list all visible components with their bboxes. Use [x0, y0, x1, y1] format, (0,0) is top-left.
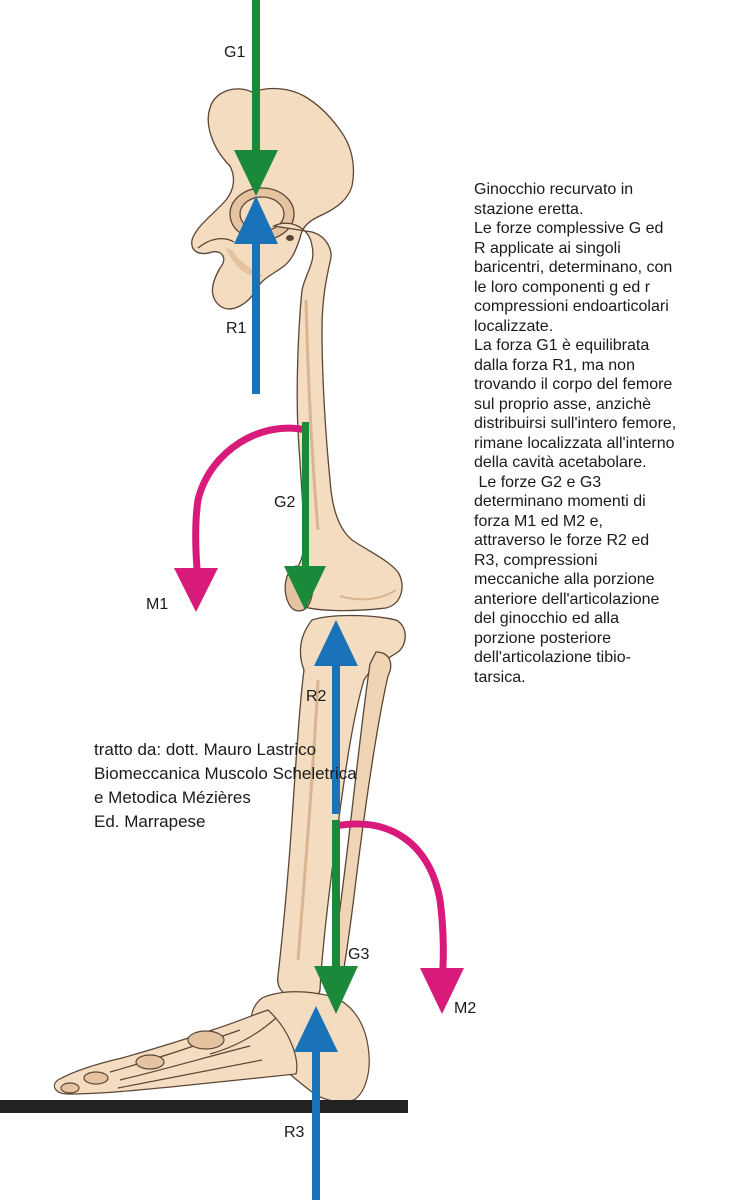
credit-line: e Metodica Mézières	[94, 788, 251, 807]
force-r1-arrow	[234, 196, 278, 394]
source-credit: tratto da: dott. Mauro Lastrico Biomecca…	[94, 738, 357, 834]
tibia-bone	[277, 614, 406, 1003]
description-line: R3, compressioni	[474, 551, 598, 569]
label-g3: G3	[348, 946, 370, 963]
description-line: forza M1 ed M2 e,	[474, 512, 603, 530]
description-line: Le forze G2 e G3	[474, 473, 602, 491]
pelvis-bone	[191, 87, 355, 310]
description-line: determinano momenti di	[474, 493, 646, 510]
force-g1-arrow	[234, 0, 278, 196]
label-m1: M1	[146, 596, 169, 613]
description-line: sul proprio asse, anzichè	[474, 395, 651, 413]
credit-line: Ed. Marrapese	[94, 812, 206, 831]
force-r2-arrow	[314, 620, 358, 814]
description-line: baricentri, determinano, con	[474, 259, 673, 276]
description-line: Ginocchio recurvato in	[474, 181, 634, 198]
description-text: Ginocchio recurvato in stazione eretta. …	[474, 180, 736, 687]
label-g2: G2	[274, 494, 296, 511]
force-g3-arrow	[314, 820, 358, 1014]
moment-m1-arrow	[174, 424, 307, 612]
description-line: anteriore dell'articolazione	[474, 590, 660, 608]
moment-m2-arrow	[335, 820, 464, 1014]
description-line: porzione posteriore	[474, 629, 611, 647]
label-r1: R1	[226, 320, 247, 337]
label-r3: R3	[284, 1124, 305, 1141]
description-line: La forza G1 è equilibrata	[474, 337, 650, 354]
ground-bar	[0, 1100, 408, 1113]
force-g2-arrow	[284, 422, 326, 610]
description-line: dell'articolazione tibio-	[474, 649, 631, 666]
description-line: trovando il corpo del femore	[474, 376, 673, 393]
credit-line: Biomeccanica Muscolo Scheletrica	[94, 764, 357, 783]
description-line: Le forze complessive G ed	[474, 220, 664, 237]
description-line: dalla forza R1, ma non	[474, 356, 635, 374]
description-line: R applicate ai singoli	[474, 239, 621, 257]
label-g1: G1	[224, 44, 246, 61]
description-line: le loro componenti g ed r	[474, 278, 651, 296]
description-line: tarsica.	[474, 668, 526, 686]
label-m2: M2	[454, 1000, 477, 1017]
credit-line: tratto da: dott. Mauro Lastrico	[94, 740, 317, 759]
description-line: rimane localizzata all'interno	[474, 434, 675, 452]
description-line: localizzate.	[474, 317, 554, 335]
description-line: compressioni endoarticolari	[474, 298, 669, 315]
description-line: meccaniche alla porzione	[474, 571, 655, 588]
label-r2: R2	[306, 688, 327, 705]
description-line: della cavità acetabolare.	[474, 454, 647, 471]
femur-bone	[271, 222, 403, 612]
description-line: attraverso le forze R2 ed	[474, 532, 650, 549]
description-line: del ginocchio ed alla	[474, 610, 619, 627]
description-line: distribuirsi sull'intero femore,	[474, 415, 677, 432]
description-line: stazione eretta.	[474, 200, 584, 218]
force-r3-arrow	[294, 1006, 338, 1200]
